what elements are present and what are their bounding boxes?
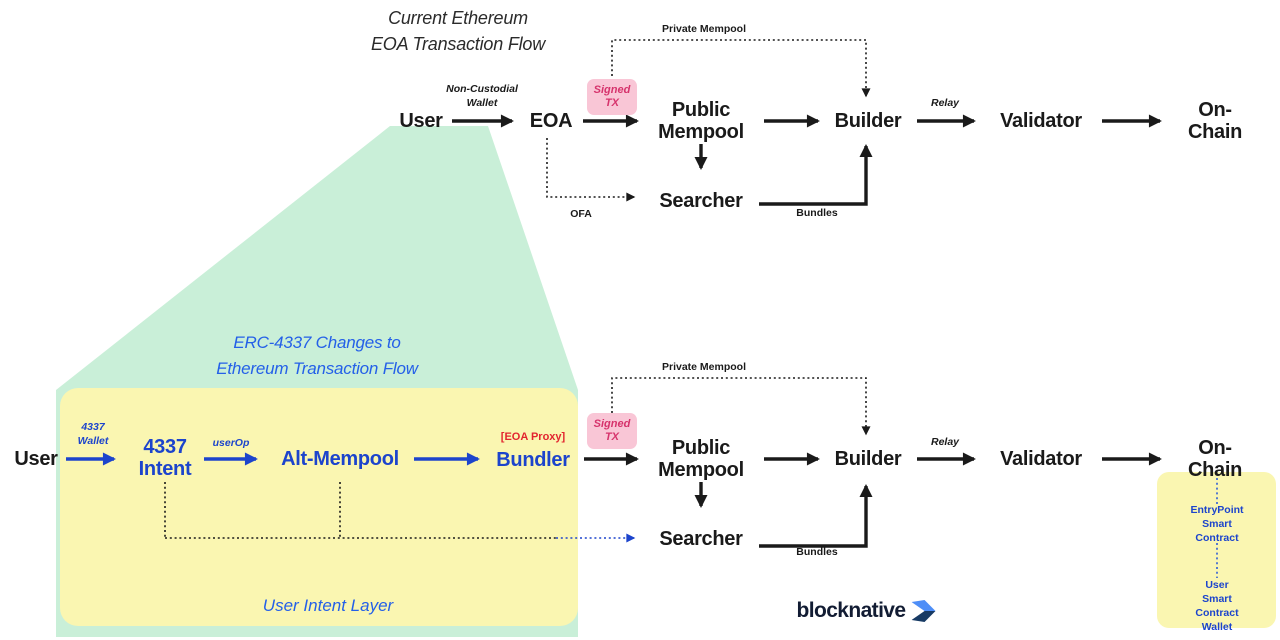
label-bundles-top: Bundles (796, 207, 838, 219)
label-ofa: OFA (570, 208, 592, 220)
signed-tx-badge-bottom: Signed TX (587, 413, 637, 449)
arrow-searcher-bundles-builder-top (759, 144, 873, 206)
label-entrypoint-smart-contract: EntryPoint Smart Contract (1190, 504, 1244, 544)
bottom-flow-title: ERC-4337 Changes to Ethereum Transaction… (216, 333, 418, 378)
node-builder-top: Builder (834, 110, 902, 132)
node-builder-bottom: Builder (834, 448, 902, 470)
label-4337-wallet: 4337 Wallet (77, 421, 109, 447)
label-private-mempool-bottom: Private Mempool (661, 361, 747, 373)
node-4337-intent: 4337 Intent (138, 436, 192, 480)
node-eoa: EOA (529, 110, 573, 132)
node-onchain-top: On-Chain (1187, 99, 1243, 143)
dotted-arrow-private-mempool-bottom (611, 377, 871, 436)
node-alt-mempool: Alt-Mempool (281, 448, 399, 470)
arrow-searcher-bundles-builder-bottom (759, 484, 873, 548)
label-user-intent-layer: User Intent Layer (262, 596, 394, 615)
label-non-custodial-wallet: Non-Custodial Wallet (446, 83, 518, 109)
user-intent-layer-box (60, 388, 578, 626)
label-relay-top: Relay (930, 97, 960, 109)
label-bundles-bottom: Bundles (796, 546, 838, 558)
dotted-arrow-eoa-ofa-searcher (546, 138, 636, 202)
node-searcher-bottom: Searcher (659, 528, 743, 550)
label-eoa-proxy: [EOA Proxy] (500, 431, 566, 443)
blocknative-logo: blocknative (797, 599, 936, 623)
signed-tx-text-top: Signed TX (593, 84, 631, 109)
signed-tx-badge-top: Signed TX (587, 79, 637, 115)
blocknative-logo-mark (911, 600, 936, 622)
node-user-bottom: User (14, 448, 58, 470)
label-relay-bottom: Relay (930, 436, 960, 448)
label-private-mempool-top: Private Mempool (661, 23, 747, 35)
node-user-top: User (399, 110, 443, 132)
node-onchain-bottom: On-Chain (1187, 437, 1243, 481)
top-flow-title: Current Ethereum EOA Transaction Flow (370, 8, 546, 54)
label-user-smart-contract-wallet: User Smart Contract Wallet (1195, 579, 1239, 633)
blocknative-wordmark: blocknative (796, 599, 907, 622)
node-validator-top: Validator (1000, 110, 1082, 132)
node-public-mempool-bottom: Public Mempool (658, 437, 744, 481)
node-public-mempool-top: Public Mempool (658, 99, 744, 143)
node-searcher-top: Searcher (659, 190, 743, 212)
node-bundler: Bundler (496, 449, 570, 471)
label-userop: userOp (212, 437, 250, 449)
dotted-arrow-private-mempool-top (611, 39, 871, 98)
signed-tx-text-bottom: Signed TX (593, 418, 631, 443)
node-validator-bottom: Validator (1000, 448, 1082, 470)
